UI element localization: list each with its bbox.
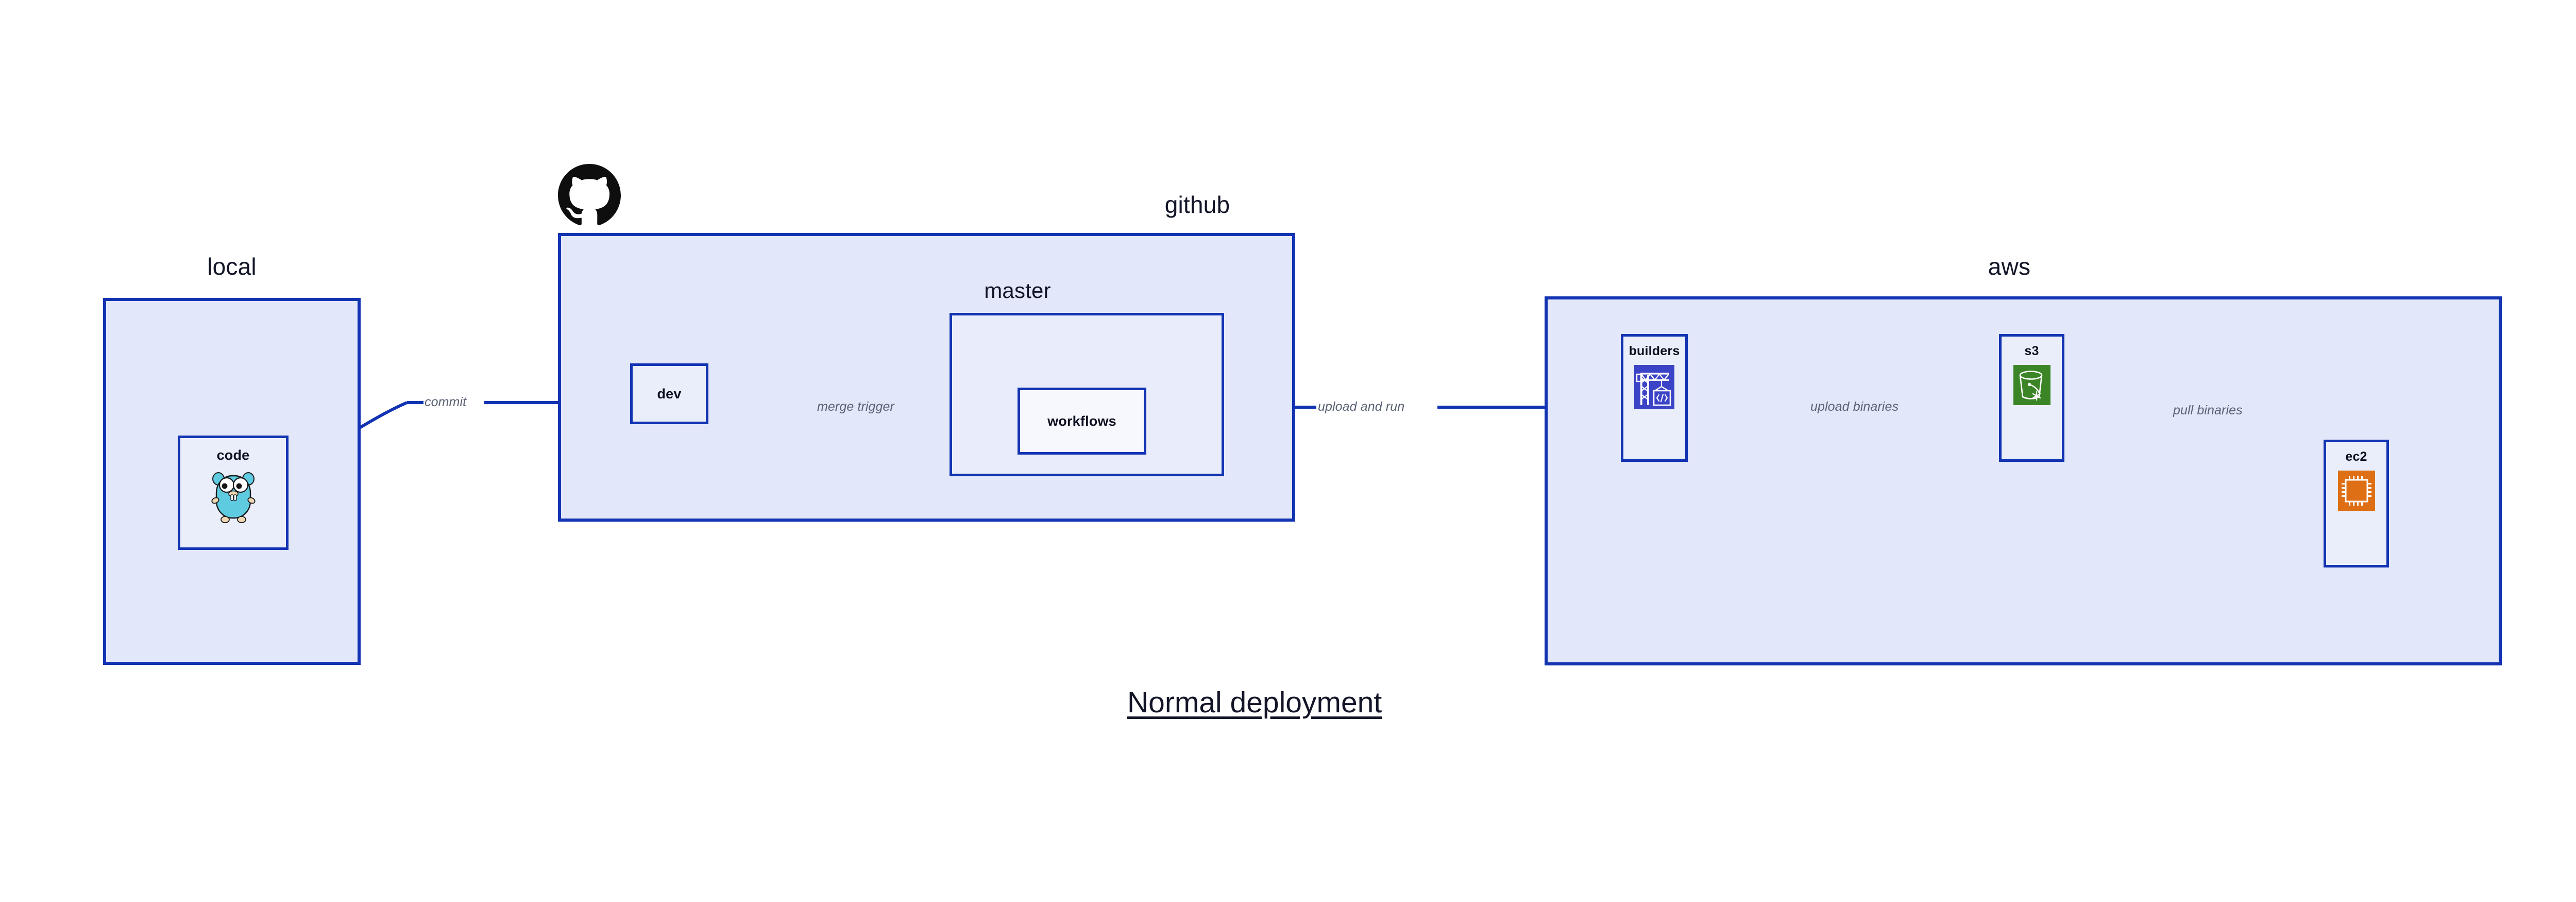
node-dev[interactable]: dev — [630, 363, 708, 424]
edge-label-pull-binaries: pull binaries — [2173, 403, 2243, 417]
node-workflows[interactable]: workflows — [1018, 388, 1146, 455]
group-label-aws: aws — [1988, 253, 2031, 280]
group-label-github: github — [1164, 191, 1230, 218]
aws-builders-icon — [1634, 365, 1674, 412]
group-label-local: local — [207, 253, 257, 280]
node-label-workflows: workflows — [1047, 413, 1116, 429]
node-code[interactable]: code — [178, 436, 289, 550]
node-label-builders: builders — [1629, 344, 1680, 358]
aws-ec2-icon — [2337, 471, 2375, 513]
edge-label-upload-and-run: upload and run — [1318, 399, 1405, 414]
edge-label-upload-binaries: upload binaries — [1810, 399, 1899, 414]
diagram-title: Normal deployment — [1127, 686, 1382, 719]
node-s3[interactable]: s3 — [1999, 334, 2064, 462]
group-label-master: master — [984, 278, 1051, 303]
edge-label-commit: commit — [425, 395, 467, 409]
node-label-dev: dev — [657, 386, 682, 402]
node-builders[interactable]: builders — [1621, 334, 1688, 462]
go-gopher-icon — [210, 466, 257, 527]
node-ec2[interactable]: ec2 — [2324, 440, 2389, 567]
edge-label-merge-trigger: merge trigger — [817, 399, 894, 414]
node-label-s3: s3 — [2024, 344, 2039, 358]
aws-s3-icon — [2013, 365, 2050, 408]
github-octocat-logo — [558, 164, 621, 229]
node-label-ec2: ec2 — [2345, 449, 2367, 464]
node-label-code: code — [216, 447, 250, 463]
